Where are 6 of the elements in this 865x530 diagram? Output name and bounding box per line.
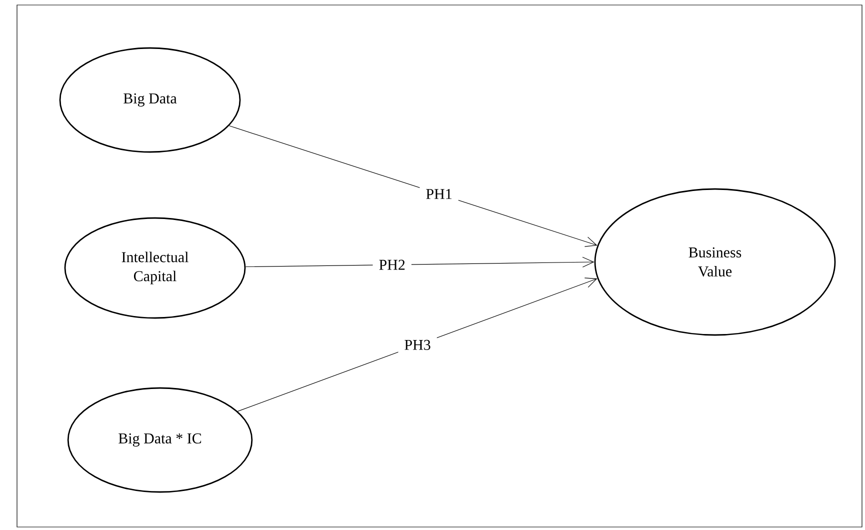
edge-label: PH3 (398, 334, 437, 356)
arrow (228, 125, 598, 247)
arrow (245, 256, 594, 268)
edge-label: PH2 (372, 254, 412, 276)
arrow (237, 278, 598, 412)
edge-label: PH1 (420, 183, 458, 205)
